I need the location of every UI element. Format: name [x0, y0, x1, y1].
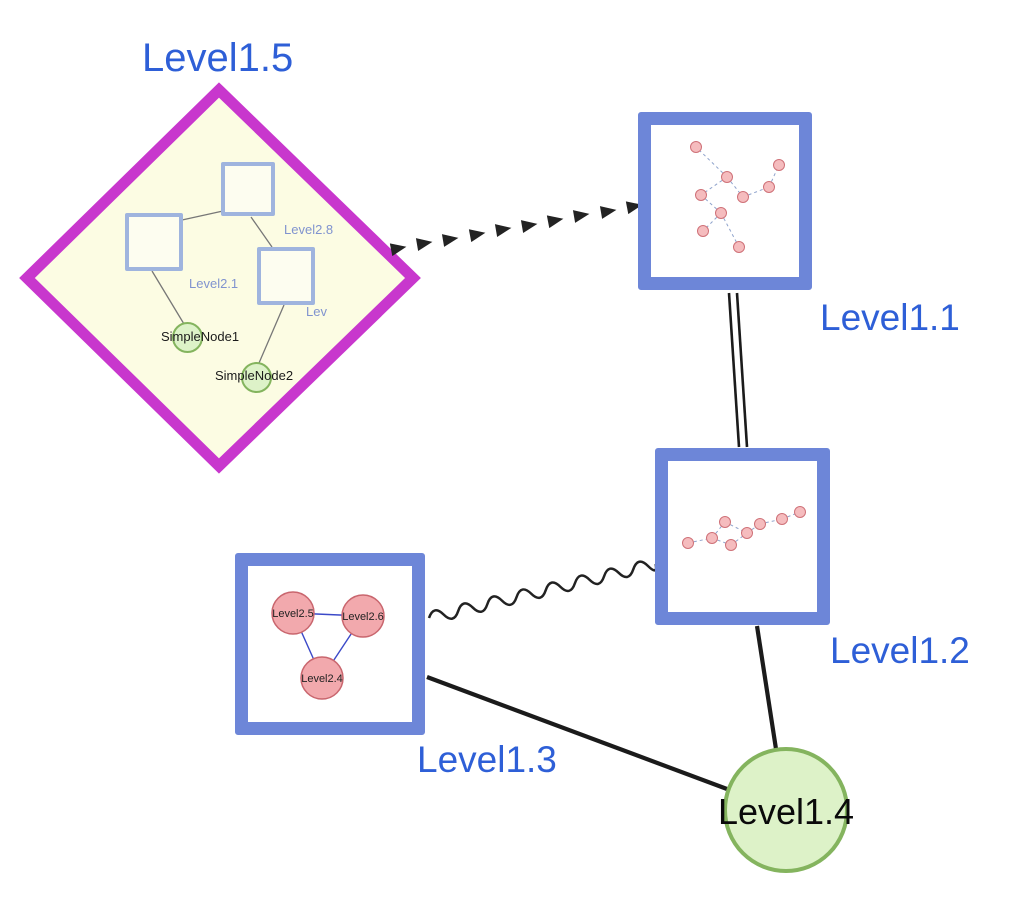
graph-node-dot[interactable] — [725, 539, 737, 551]
graph-node-dot[interactable] — [763, 181, 775, 193]
inner-square-level2-8[interactable] — [221, 162, 275, 216]
graph-node-level2-6[interactable] — [341, 594, 385, 638]
graph-node-dot[interactable] — [776, 513, 788, 525]
graph-node-level2-5[interactable] — [271, 591, 315, 635]
label-level1-4: Level1.4 — [717, 791, 855, 832]
graph-node-dot[interactable] — [706, 532, 718, 544]
label-level1-3: Level1.3 — [417, 739, 557, 780]
inner-edge-sq1-sq3[interactable] — [250, 216, 273, 248]
graph-node-dot[interactable] — [754, 518, 766, 530]
label-level1-5: Level1.5 — [142, 36, 294, 80]
graph-node-dot[interactable] — [794, 506, 806, 518]
graph-node-dot[interactable] — [719, 516, 731, 528]
simple-node-1[interactable] — [172, 322, 203, 353]
graph-node-dot[interactable] — [695, 189, 707, 201]
edge-level1-1-to-level1-2[interactable] — [727, 292, 749, 448]
label-level2-6: Level2.6 — [342, 611, 384, 623]
node-level1-3[interactable]: Level2.5 Level2.6 Level2.4 — [235, 553, 425, 735]
inner-square-lev[interactable] — [257, 247, 315, 305]
graph-node-dot[interactable] — [733, 241, 745, 253]
edge-level1-3-to-level1-4[interactable] — [426, 675, 728, 791]
node-level1-2[interactable] — [655, 448, 830, 625]
graph-node-dot[interactable] — [682, 537, 694, 549]
graph-node-dot[interactable] — [741, 527, 753, 539]
label-simplenode1: SimpleNode1 — [161, 329, 240, 344]
group-node-level1-5[interactable] — [19, 82, 421, 474]
label-level1-1: Level1.1 — [820, 297, 960, 338]
edge-level1-2-to-level1-4[interactable] — [754, 625, 779, 750]
node-level1-1[interactable] — [638, 112, 812, 290]
inner-edge-sq3-simplenode2[interactable] — [258, 304, 285, 364]
label-level2-4: Level2.4 — [301, 673, 343, 685]
edge-level1-3-to-level1-2[interactable] — [427, 558, 658, 624]
graph-node-dot[interactable] — [737, 191, 749, 203]
graph-node-dot[interactable] — [697, 225, 709, 237]
simple-node-2[interactable] — [241, 362, 272, 393]
graph-node-level2-4[interactable] — [300, 656, 344, 700]
label-lev: Lev — [306, 304, 327, 319]
node-level1-4[interactable] — [723, 747, 849, 873]
graph-node-dot[interactable] — [773, 159, 785, 171]
label-level2-8: Level2.8 — [284, 222, 334, 237]
graph-node-dot[interactable] — [715, 207, 727, 219]
inner-square-level2-1[interactable] — [125, 213, 183, 271]
label-level2-1: Level2.1 — [189, 276, 239, 291]
inner-edge-sq1-sq2[interactable] — [181, 210, 224, 221]
inner-edge-sq2-simplenode1[interactable] — [151, 270, 185, 325]
edge-level1-5-to-level1-1[interactable] — [389, 201, 643, 257]
level1-3-inner-graph: Level2.5 Level2.6 Level2.4 — [271, 591, 385, 700]
level1-1-inner-graph — [690, 141, 785, 253]
label-simplenode2: SimpleNode2 — [215, 368, 294, 383]
label-level1-2: Level1.2 — [830, 630, 970, 671]
graph-node-dot[interactable] — [721, 171, 733, 183]
level1-2-inner-graph — [682, 506, 806, 551]
label-level2-5: Level2.5 — [272, 608, 314, 620]
graph-node-dot[interactable] — [690, 141, 702, 153]
